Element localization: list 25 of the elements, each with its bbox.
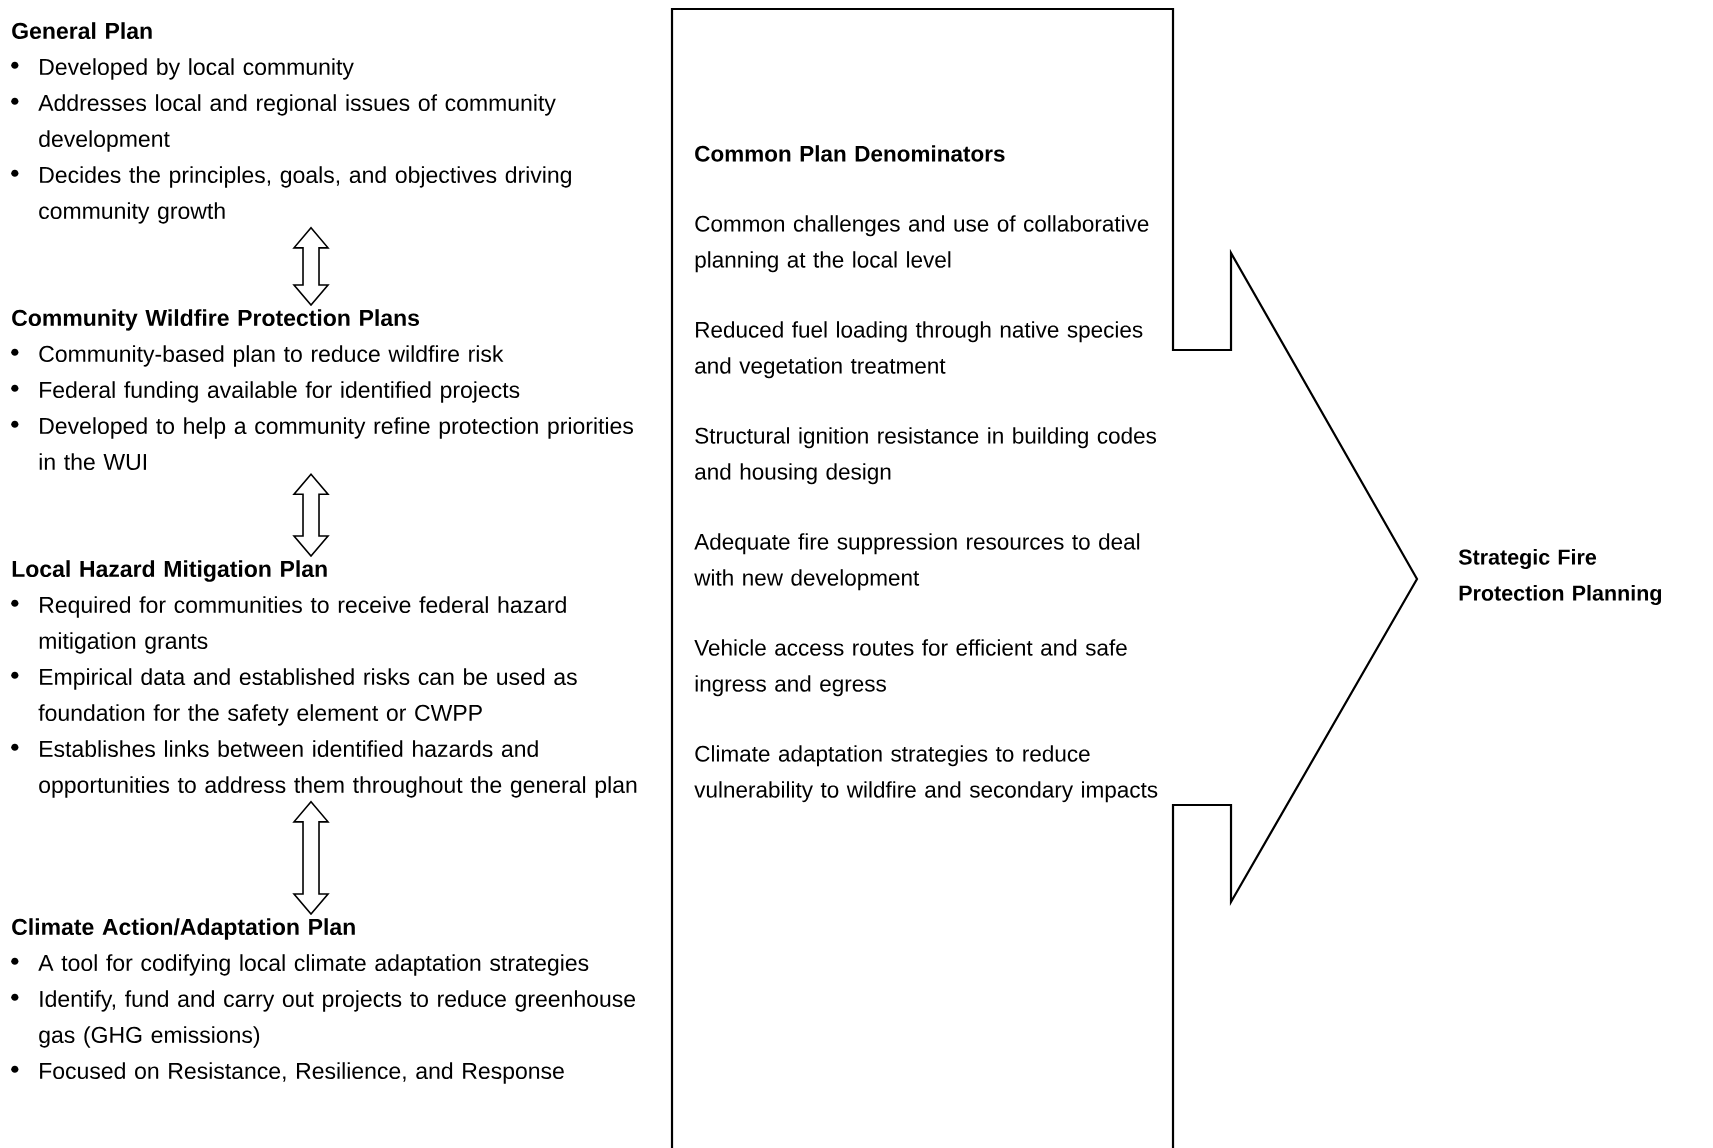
- bullet-item: Establishes links between identified hazards and opportunities to address them throughout the general plan: [11, 740, 637, 798]
- bullet-item: Empirical data and established risks can be used as foundation for the safety element or CWPP: [11, 668, 577, 726]
- bullet-item: Addresses local and regional issues of community development: [11, 94, 556, 152]
- heading: Climate Action/Adaptation Plan: [12, 918, 355, 940]
- bullet-item: Focused on Resistance, Resilience, and Response: [11, 1062, 564, 1084]
- heading: Local Hazard Mitigation Plan: [12, 560, 327, 582]
- paragraph: Adequate fire suppression resources to deal with new development: [694, 533, 1140, 591]
- double-arrow: [292, 473, 330, 558]
- heading: General Plan: [12, 22, 152, 40]
- paragraph: Vehicle access routes for efficient and safe ingress and egress: [694, 639, 1127, 697]
- bullet-item: Community-based plan to reduce wildfire risk: [11, 345, 504, 367]
- bullet-item: A tool for codifying local climate adaptation strategies: [11, 954, 589, 976]
- bullet-item: Developed to help a community refine protection priorities in the WUI: [11, 417, 633, 471]
- bullet-item: Required for communities to receive federal hazard mitigation grants: [11, 596, 566, 654]
- bullet-item: Identify, fund and carry out projects to reduce greenhouse gas (GHG emissions): [11, 990, 636, 1048]
- bullet-item: Federal funding available for identified projects: [11, 381, 520, 403]
- paragraph: Climate adaptation strategies to reduce vulnerability to wildfire and secondary impacts: [694, 745, 1158, 803]
- paragraph: Reduced fuel loading through native species and vegetation treatment: [695, 321, 1143, 379]
- heading: Common Plan Denominators: [695, 145, 1005, 162]
- paragraph: Structural ignition resistance in building codes and housing design: [695, 427, 1157, 485]
- paragraph: Common challenges and use of collaborative planning at the local level: [695, 215, 1149, 273]
- bullet-item: Developed by local community: [11, 58, 354, 80]
- heading: Community Wildfire Protection Plans: [12, 309, 419, 331]
- bullet-item: Decides the principles, goals, and objectives driving community growth: [11, 166, 571, 224]
- side-label: Strategic Fire Protection Planning: [1458, 548, 1662, 606]
